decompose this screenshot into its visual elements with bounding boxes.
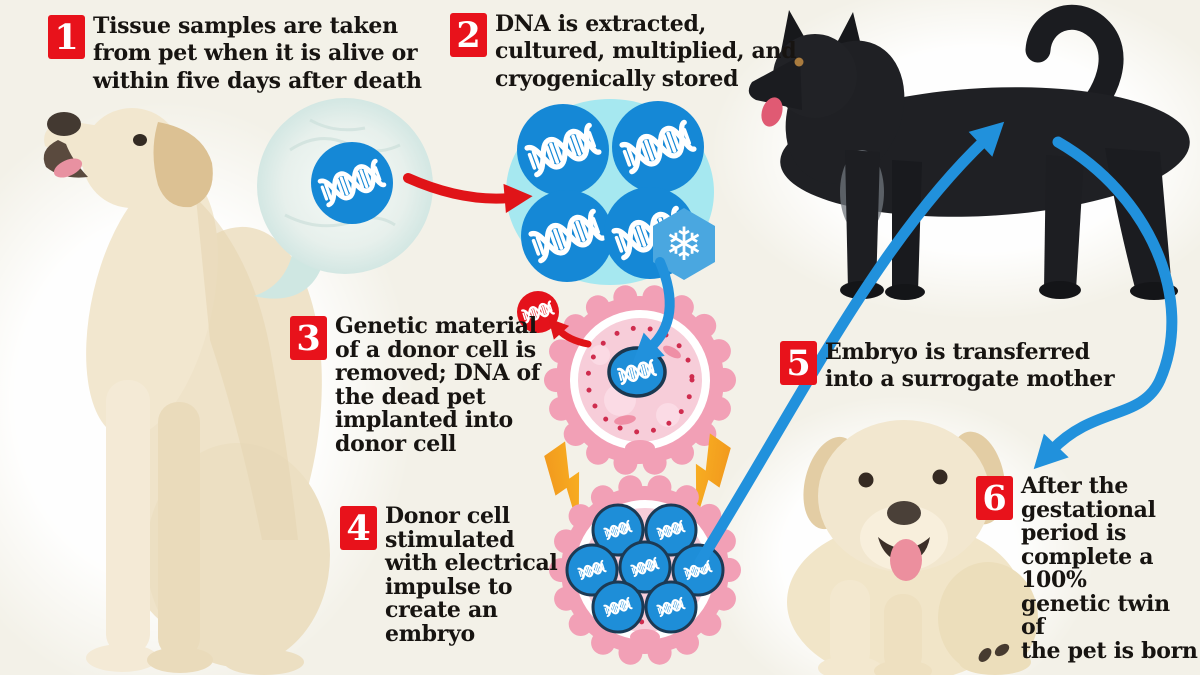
svg-text:❄: ❄: [665, 217, 704, 271]
step-text: DNA is extracted, cultured, multiplied, …: [495, 11, 797, 92]
step-number-badge: 5: [780, 341, 817, 385]
step-3: 3 Genetic material of a donor cell is re…: [290, 313, 541, 457]
step-number-badge: 1: [48, 15, 85, 59]
arrow-dna-to-cell: [632, 257, 675, 365]
implanted-dna-nucleus: [607, 346, 667, 398]
step-text: Genetic material of a donor cell is remo…: [335, 313, 541, 457]
arrow-dna-removed: [548, 318, 592, 348]
step-5: 5 Embryo is transferred into a surrogate…: [780, 339, 1115, 394]
tissue-sample-bubble: [254, 98, 433, 299]
step-4: 4 Donor cell stimulated with electrical …: [340, 503, 558, 647]
step-text: After the gestational period is complete…: [1021, 473, 1198, 664]
step-2: 2 DNA is extracted, cultured, multiplied…: [450, 11, 797, 93]
step-6: 6 After the gestational period is comple…: [976, 473, 1200, 664]
cloned-puppy-photo: [787, 420, 1038, 675]
step-number-badge: 4: [340, 506, 377, 550]
embryo-illustration: [549, 474, 741, 666]
arrow-surrogate-to-puppy: [1033, 136, 1178, 470]
donor-dog-photo: [43, 108, 330, 675]
step-number-badge: 6: [976, 476, 1013, 520]
step-number-badge: 3: [290, 316, 327, 360]
step-text: Tissue samples are taken from pet when i…: [93, 13, 422, 94]
step-number-badge: 2: [450, 13, 487, 57]
step-1: 1 Tissue samples are taken from pet when…: [48, 13, 422, 95]
arrow-embryo-to-surrogate: [694, 121, 1005, 568]
arrow-tissue-to-dna: [403, 173, 533, 214]
step-text: Donor cell stimulated with electrical im…: [385, 503, 558, 647]
step-text: Embryo is transferred into a surrogate m…: [825, 339, 1115, 393]
dna-culture-blob: ❄: [506, 99, 715, 285]
snowflake-icon: ❄: [653, 208, 715, 280]
donor-cell-illustration: [544, 284, 736, 476]
